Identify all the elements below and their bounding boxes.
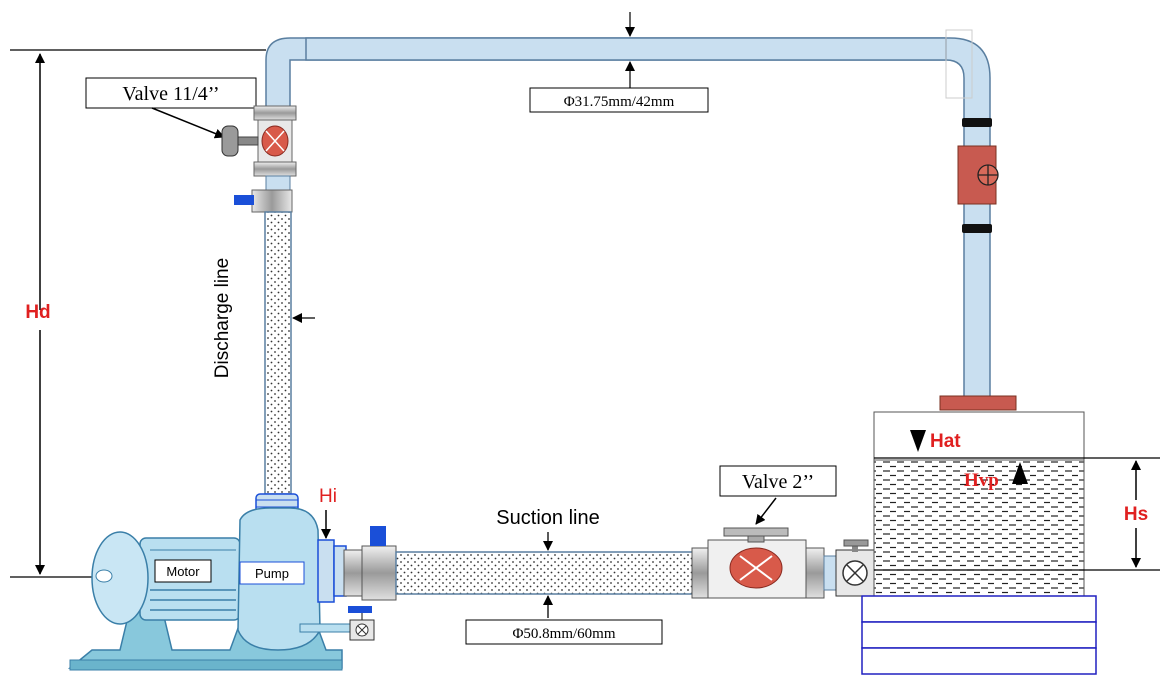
valve-two-inch-label: Valve 2’’ bbox=[742, 471, 814, 493]
tank-water bbox=[873, 459, 1085, 597]
hs-label: Hs bbox=[1124, 504, 1148, 525]
hd-label: Hd bbox=[25, 302, 50, 323]
motor-end-cap bbox=[91, 531, 149, 625]
discharge-line-pipe bbox=[264, 211, 292, 495]
pump-inlet-flange bbox=[317, 539, 335, 603]
motor-label-box bbox=[154, 559, 212, 583]
valve-two-inch-handle bbox=[723, 527, 789, 537]
tank-inlet-flange bbox=[939, 395, 1017, 411]
tank-air-space bbox=[873, 411, 1085, 461]
valve-quarter-stem bbox=[235, 136, 259, 146]
tank-stand-middle bbox=[861, 621, 1097, 649]
discharge-line-label: Discharge line bbox=[212, 258, 233, 378]
tank-stand-lower bbox=[861, 647, 1097, 675]
suction-line-pipe bbox=[395, 551, 695, 595]
discharge-tee-fitting bbox=[251, 189, 293, 213]
elbow-outline bbox=[945, 29, 973, 99]
pump-drain-handle bbox=[348, 606, 372, 613]
suction-line-label: Suction line bbox=[496, 507, 599, 529]
valve-quarter-label: Valve 11/4’’ bbox=[122, 83, 219, 105]
valve-two-inch-label-box bbox=[719, 465, 837, 497]
valve-upper-flange bbox=[253, 105, 297, 121]
suction-inlet-fitting bbox=[343, 549, 363, 597]
discharge-pipe-dim-label: Φ31.75mm/42mm bbox=[564, 94, 675, 110]
right-pipe-clamp-top bbox=[962, 118, 992, 127]
discharge-pipe-dim-box bbox=[529, 87, 709, 113]
hvp-label: Hvp bbox=[964, 470, 999, 491]
valve-two-inch-pointer bbox=[755, 497, 777, 525]
tank-outlet-valve-handle bbox=[843, 539, 869, 547]
suction-pressure-tap-handle bbox=[370, 526, 386, 546]
valve-quarter-handwheel bbox=[221, 125, 239, 157]
motor-shaft-icon bbox=[95, 569, 113, 583]
hi-label: Hi bbox=[319, 486, 337, 507]
suction-tee-fitting bbox=[361, 545, 397, 601]
discharge-pressure-tap-handle bbox=[234, 195, 254, 205]
hvp-arrow bbox=[1012, 462, 1028, 484]
motor-label: Motor bbox=[166, 564, 200, 579]
tank-stand-upper bbox=[861, 595, 1097, 623]
hat-label: Hat bbox=[930, 431, 961, 452]
pump-label: Pump bbox=[255, 566, 289, 581]
valve-quarter-pointer bbox=[151, 107, 225, 139]
top-horizontal-pipe bbox=[305, 37, 947, 61]
suction-pipe-dim-label: Φ50.8mm/60mm bbox=[512, 626, 615, 642]
right-pipe-clamp-bottom bbox=[962, 224, 992, 233]
suction-pipe-dim-box bbox=[465, 619, 663, 645]
valve-lower-flange bbox=[253, 161, 297, 177]
hat-arrow bbox=[910, 430, 926, 452]
pump-drain-pipe bbox=[299, 623, 357, 633]
valve-quarter-label-box bbox=[85, 77, 257, 109]
pump-label-box bbox=[239, 561, 305, 585]
